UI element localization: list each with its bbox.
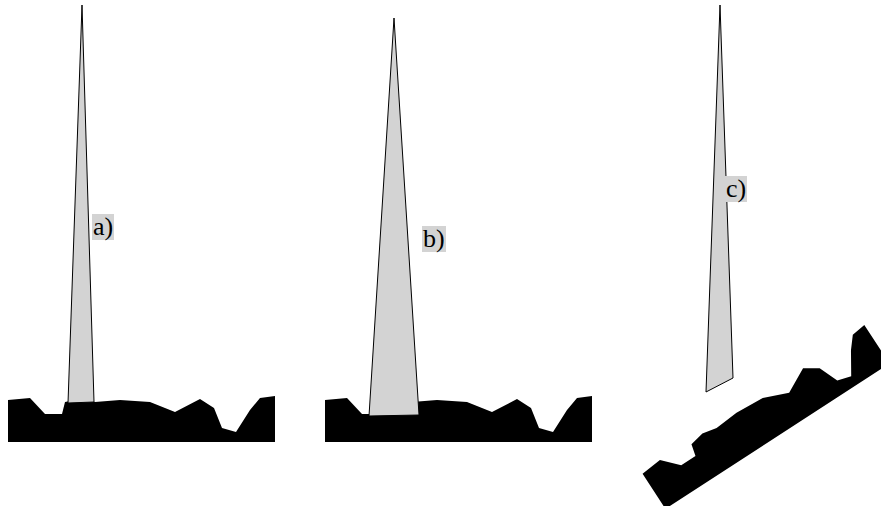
panel-label: a)	[92, 214, 114, 240]
panel-label: c)	[725, 176, 747, 202]
rough-surface	[325, 396, 592, 442]
panel-label: b)	[422, 226, 446, 252]
sharp-tip	[68, 5, 94, 403]
blunt-tip	[369, 18, 419, 416]
rough-surface	[8, 396, 275, 442]
tilted-surface	[640, 325, 881, 506]
